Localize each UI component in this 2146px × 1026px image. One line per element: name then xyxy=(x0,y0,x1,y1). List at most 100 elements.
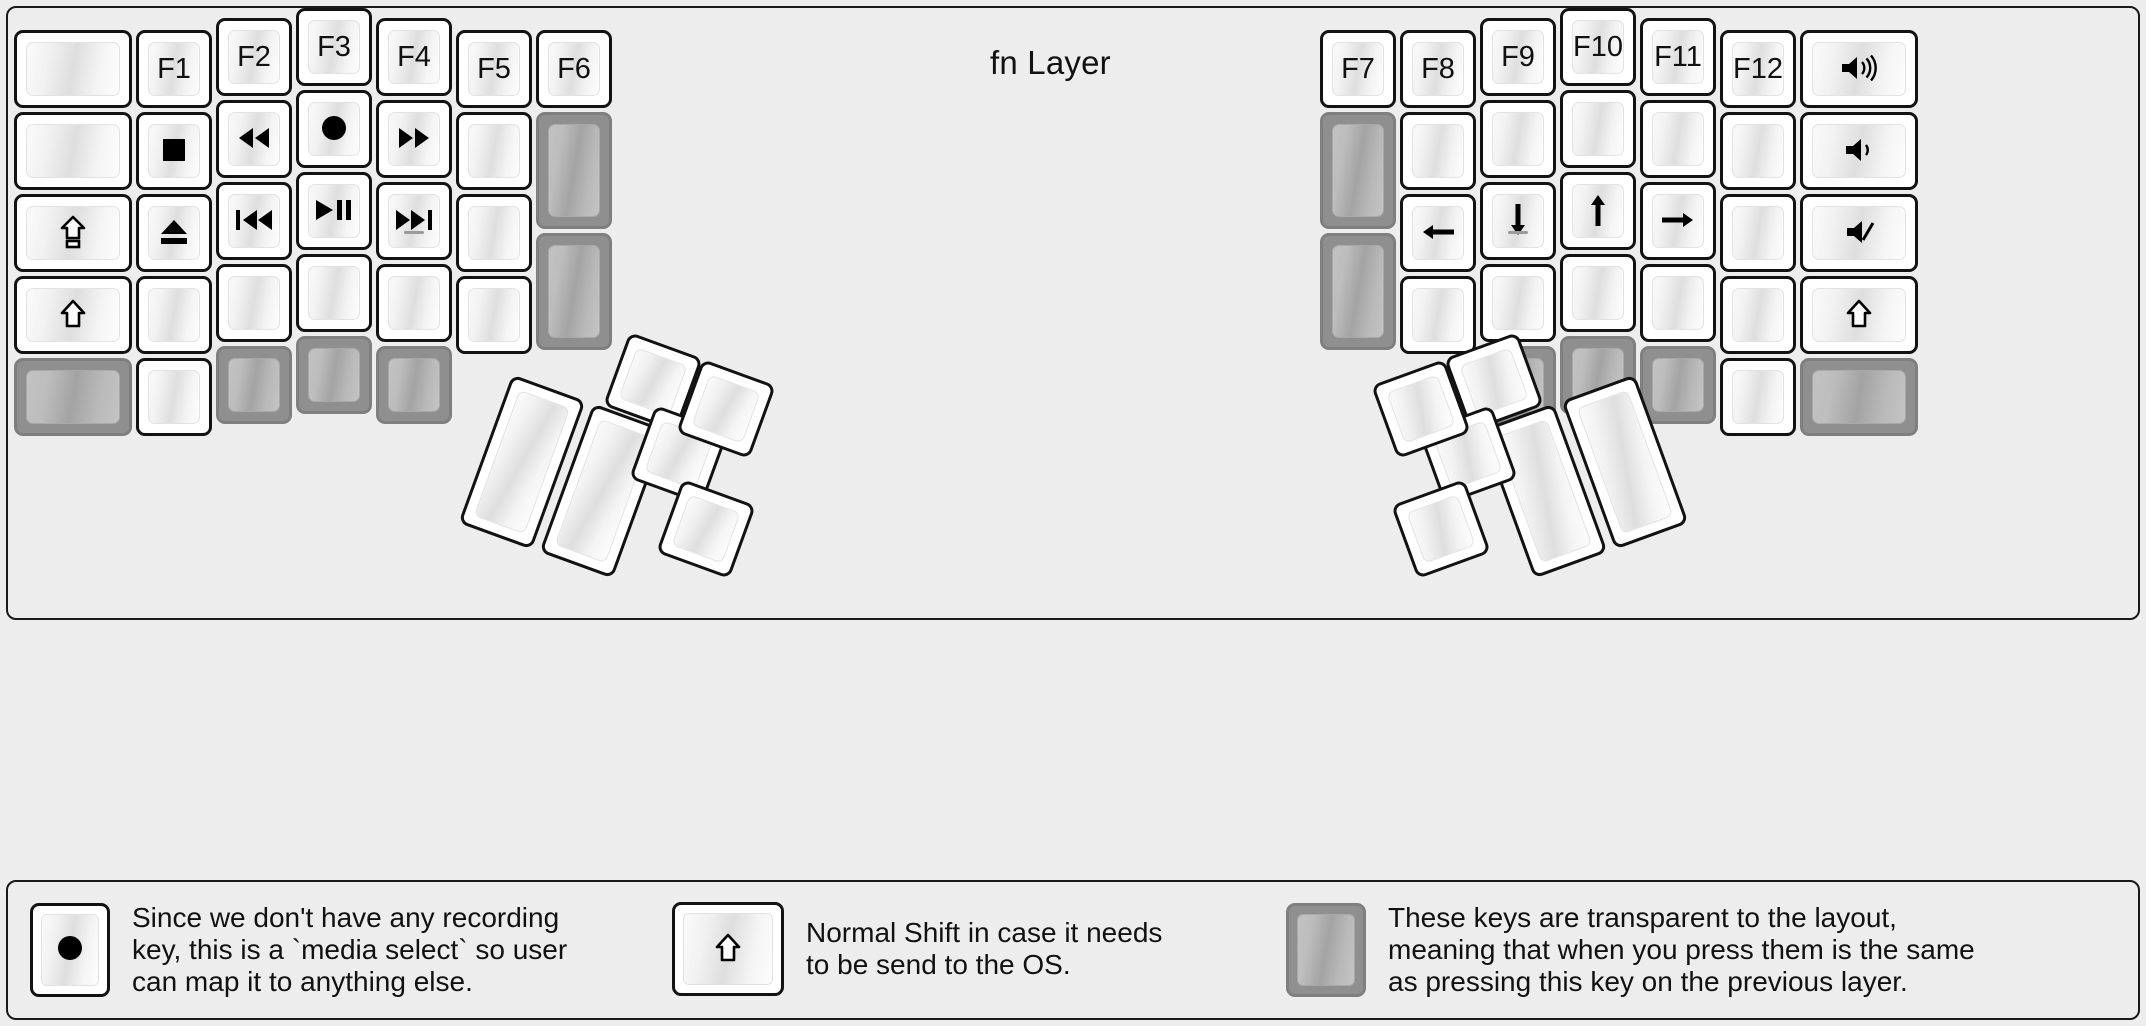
key-f12[interactable]: F12 xyxy=(1720,30,1796,108)
key-blank[interactable] xyxy=(1640,264,1716,342)
keycap-face xyxy=(468,288,520,342)
key-blank[interactable] xyxy=(14,30,132,108)
key-blank[interactable] xyxy=(1400,112,1476,190)
key-blank[interactable] xyxy=(136,276,212,354)
key-next-track[interactable] xyxy=(376,182,452,260)
keycap-face xyxy=(26,206,120,260)
key-f3[interactable]: F3 xyxy=(296,8,372,86)
volume-down-icon xyxy=(1843,136,1875,167)
legend-record-text: Since we don't have any recording key, t… xyxy=(132,902,568,997)
key-blank[interactable] xyxy=(1480,264,1556,342)
keycap-face xyxy=(388,276,440,330)
keycap-face xyxy=(26,288,120,342)
arrow-down-icon xyxy=(1507,202,1529,241)
key-label: F4 xyxy=(397,40,431,73)
key-blank[interactable] xyxy=(456,112,532,190)
keycap-face xyxy=(26,124,120,178)
key-transparent[interactable] xyxy=(376,346,452,424)
key-blank[interactable] xyxy=(456,276,532,354)
key-blank[interactable] xyxy=(456,194,532,272)
legend-record: Since we don't have any recording key, t… xyxy=(30,902,567,998)
keycap-face xyxy=(1732,288,1784,342)
key-f5[interactable]: F5 xyxy=(456,30,532,108)
caps-lock-arrow-icon xyxy=(60,215,86,252)
key-transparent[interactable] xyxy=(1320,112,1396,229)
key-blank[interactable] xyxy=(1720,358,1796,436)
key-play-pause[interactable] xyxy=(296,172,372,250)
key-record[interactable] xyxy=(296,90,372,168)
key-f7[interactable]: F7 xyxy=(1320,30,1396,108)
keycap-face xyxy=(228,194,280,248)
key-stop[interactable] xyxy=(136,112,212,190)
key-arrow-right[interactable] xyxy=(1640,182,1716,260)
key-volume-mute[interactable] xyxy=(1800,194,1918,272)
legend-transparent: These keys are transparent to the layout… xyxy=(1286,902,1975,998)
eject-icon xyxy=(159,218,189,249)
keycap-face xyxy=(1332,124,1384,217)
key-f9[interactable]: F9 xyxy=(1480,18,1556,96)
keycap-face xyxy=(308,184,360,238)
key-label: F8 xyxy=(1421,52,1455,85)
key-transparent[interactable] xyxy=(536,112,612,229)
key-arrow-left[interactable] xyxy=(1400,194,1476,272)
key-blank[interactable] xyxy=(1560,254,1636,332)
key-blank[interactable] xyxy=(1720,112,1796,190)
key-blank[interactable] xyxy=(136,358,212,436)
keycap-face xyxy=(1572,102,1624,156)
key-transparent[interactable] xyxy=(296,336,372,414)
key-f1[interactable]: F1 xyxy=(136,30,212,108)
key-blank[interactable] xyxy=(1720,194,1796,272)
key-blank[interactable] xyxy=(14,112,132,190)
key-blank[interactable] xyxy=(1720,276,1796,354)
key-blank[interactable] xyxy=(376,264,452,342)
keycap-face xyxy=(1412,288,1464,342)
shift-arrow-icon xyxy=(1846,299,1872,332)
key-shift-arrow[interactable] xyxy=(14,276,132,354)
key-blank[interactable] xyxy=(1640,100,1716,178)
key-volume-up[interactable] xyxy=(1800,30,1918,108)
key-f6[interactable]: F6 xyxy=(536,30,612,108)
key-blank[interactable] xyxy=(296,254,372,332)
keycap-face xyxy=(1406,494,1476,564)
key-fast-forward[interactable] xyxy=(376,100,452,178)
key-label: F12 xyxy=(1733,52,1783,85)
key-caps-lock-arrow[interactable] xyxy=(14,194,132,272)
keycap-face: F4 xyxy=(388,30,440,84)
key-blank[interactable] xyxy=(1480,100,1556,178)
key-blank[interactable] xyxy=(216,264,292,342)
keycap-face xyxy=(228,276,280,330)
key-f4[interactable]: F4 xyxy=(376,18,452,96)
key-arrow-up[interactable] xyxy=(1560,172,1636,250)
key-label: F10 xyxy=(1573,30,1623,63)
keycap-face: F2 xyxy=(228,30,280,84)
legend-shift-text: Normal Shift in case it needs to be send… xyxy=(806,917,1163,980)
key-f8[interactable]: F8 xyxy=(1400,30,1476,108)
key-transparent[interactable] xyxy=(536,233,612,350)
keycap-face xyxy=(1652,276,1704,330)
key-label: F2 xyxy=(237,40,271,73)
key-transparent[interactable] xyxy=(1320,233,1396,350)
key-shift-arrow[interactable] xyxy=(1800,276,1918,354)
keycap-face xyxy=(1732,206,1784,260)
key-label: F5 xyxy=(477,52,511,85)
key-f10[interactable]: F10 xyxy=(1560,8,1636,86)
key-arrow-down[interactable] xyxy=(1480,182,1556,260)
key-prev-track[interactable] xyxy=(216,182,292,260)
key-transparent[interactable] xyxy=(1640,346,1716,424)
key-blank[interactable] xyxy=(1400,276,1476,354)
key-underbar-mark xyxy=(1508,231,1528,234)
key-transparent[interactable] xyxy=(216,346,292,424)
key-volume-down[interactable] xyxy=(1800,112,1918,190)
key-blank[interactable] xyxy=(1560,90,1636,168)
key-rewind[interactable] xyxy=(216,100,292,178)
key-eject[interactable] xyxy=(136,194,212,272)
key-transparent[interactable] xyxy=(1800,358,1918,436)
key-f2[interactable]: F2 xyxy=(216,18,292,96)
keycap-face xyxy=(26,42,120,96)
rewind-icon xyxy=(235,126,273,153)
keycap-face: F7 xyxy=(1332,42,1384,96)
key-transparent[interactable] xyxy=(14,358,132,436)
key-f11[interactable]: F11 xyxy=(1640,18,1716,96)
keycap-face: F10 xyxy=(1572,20,1624,74)
arrow-up-icon xyxy=(1587,192,1609,231)
